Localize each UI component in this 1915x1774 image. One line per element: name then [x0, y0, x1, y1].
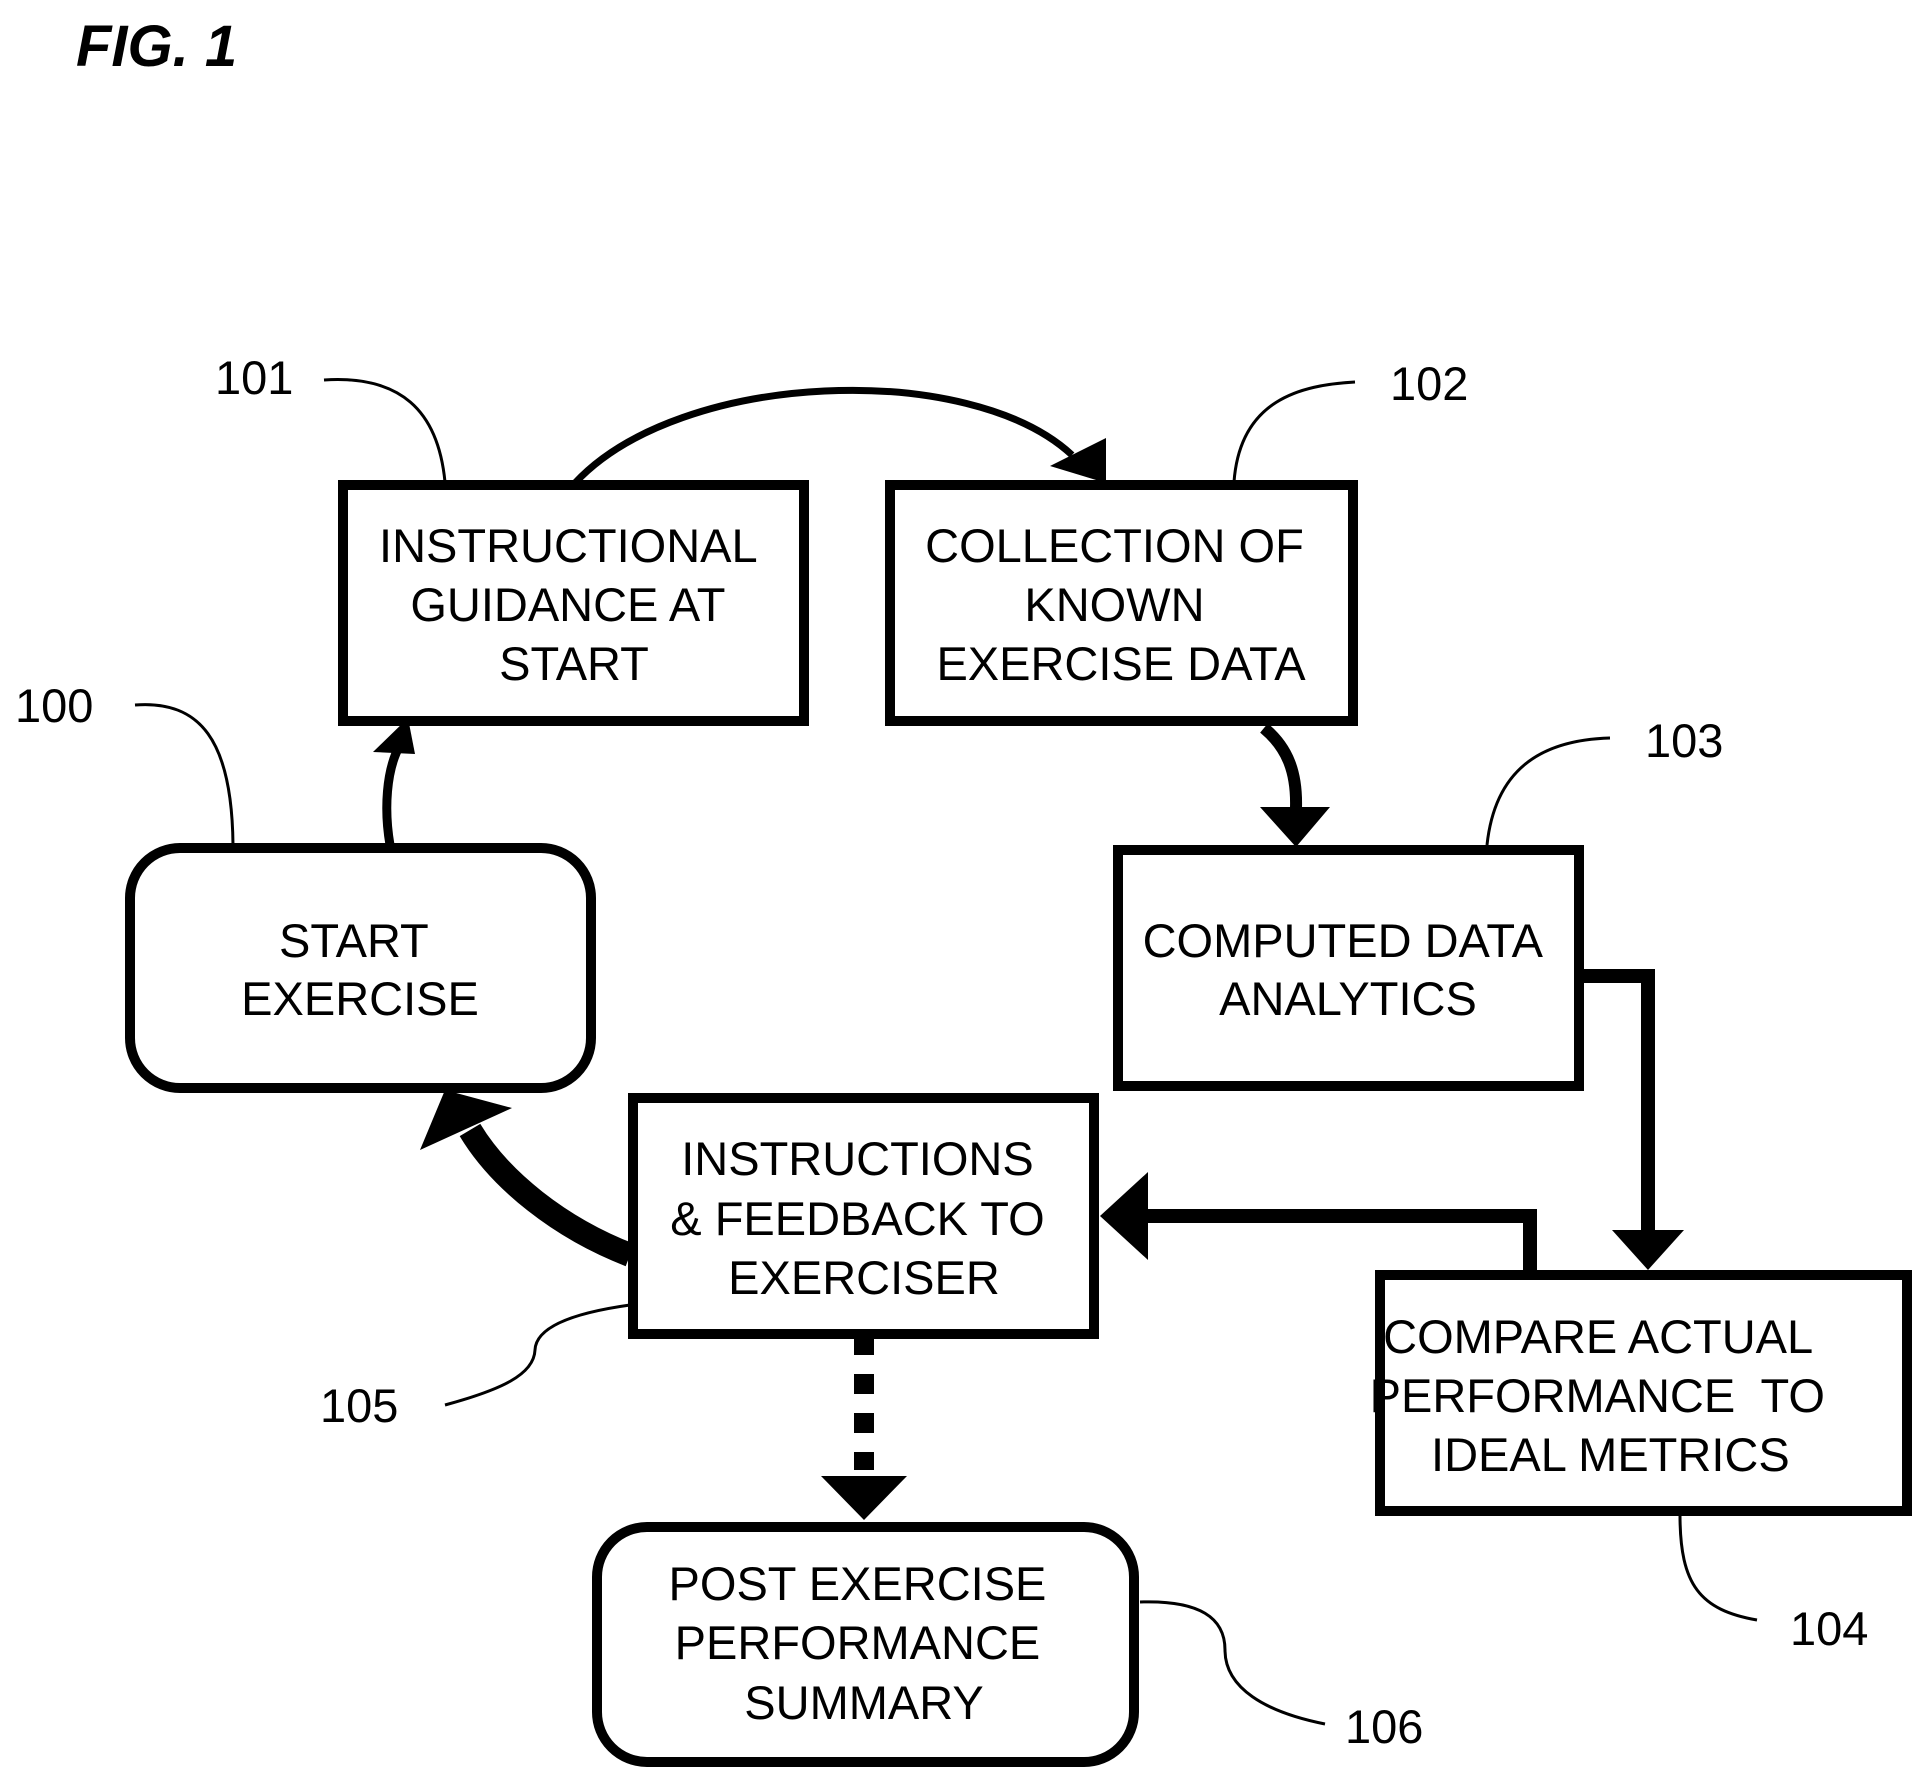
edge-103-to-104 [1579, 976, 1684, 1270]
ref-numeral-103: 103 [1645, 714, 1723, 767]
node-instructional-guidance-line-1: INSTRUCTIONAL [379, 519, 757, 572]
figure-title: FIG. 1 [76, 14, 237, 79]
leader-101 [324, 380, 445, 482]
leader-104 [1680, 1515, 1757, 1620]
node-instructions-feedback-line-1: INSTRUCTIONS [681, 1132, 1034, 1185]
node-compare-performance-line-2: PERFORMANCE TO [1370, 1369, 1825, 1422]
ref-numeral-106: 106 [1345, 1700, 1423, 1753]
node-instructions-feedback-line-3: EXERCISER [728, 1251, 1000, 1304]
node-instructional-guidance: INSTRUCTIONAL GUIDANCE AT START [343, 485, 804, 721]
edge-102-to-103 [1260, 728, 1330, 847]
leader-102 [1234, 382, 1355, 482]
node-post-exercise-summary-line-2: PERFORMANCE [675, 1616, 1041, 1669]
node-instructional-guidance-line-2: GUIDANCE AT [410, 578, 724, 631]
edge-100-to-101 [373, 718, 415, 845]
node-post-exercise-summary-line-3: SUMMARY [744, 1676, 983, 1729]
node-collection-known-data-line-2: KNOWN [1024, 578, 1204, 631]
edge-104-to-105 [1100, 1172, 1530, 1272]
edge-105-to-100 [420, 1090, 630, 1255]
leader-100 [135, 705, 233, 845]
node-post-exercise-summary-line-1: POST EXERCISE [669, 1557, 1047, 1610]
node-start-exercise-line-2: EXERCISE [241, 972, 479, 1025]
node-compare-performance-line-1: COMPARE ACTUAL [1383, 1310, 1812, 1363]
node-instructions-feedback: INSTRUCTIONS & FEEDBACK TO EXERCISER [633, 1098, 1094, 1334]
leader-106 [1140, 1602, 1325, 1724]
node-computed-data-analytics-line-1: COMPUTED DATA [1143, 914, 1544, 967]
node-computed-data-analytics: COMPUTED DATA ANALYTICS [1118, 850, 1579, 1086]
node-start-exercise-line-1: START [279, 914, 428, 967]
ref-numeral-101: 101 [215, 351, 293, 404]
node-collection-known-data-line-3: EXERCISE DATA [936, 637, 1306, 690]
edge-101-to-102 [575, 390, 1106, 483]
ref-numeral-100: 100 [15, 679, 93, 732]
ref-numeral-104: 104 [1790, 1602, 1868, 1655]
node-instructions-feedback-line-2: & FEEDBACK TO [670, 1192, 1044, 1245]
node-post-exercise-summary: POST EXERCISE PERFORMANCE SUMMARY [597, 1527, 1134, 1762]
leader-103 [1487, 738, 1610, 845]
node-collection-known-data-line-1: COLLECTION OF [925, 519, 1304, 572]
node-instructional-guidance-line-3: START [499, 637, 649, 690]
ref-numeral-105: 105 [320, 1379, 398, 1432]
node-collection-known-data: COLLECTION OF KNOWN EXERCISE DATA [890, 485, 1353, 721]
node-start-exercise: START EXERCISE [130, 848, 591, 1088]
node-compare-performance-line-3: IDEAL METRICS [1431, 1428, 1790, 1481]
leader-105 [445, 1305, 630, 1405]
ref-numeral-102: 102 [1390, 357, 1468, 410]
svg-text:INSTRUCTIONS & FEEDBACK: INSTRUCTIONS & FEEDBACK TO EXERCISER [670, 1132, 1057, 1304]
edge-105-to-106-dotted [821, 1335, 907, 1520]
node-computed-data-analytics-line-2: ANALYTICS [1219, 972, 1477, 1025]
